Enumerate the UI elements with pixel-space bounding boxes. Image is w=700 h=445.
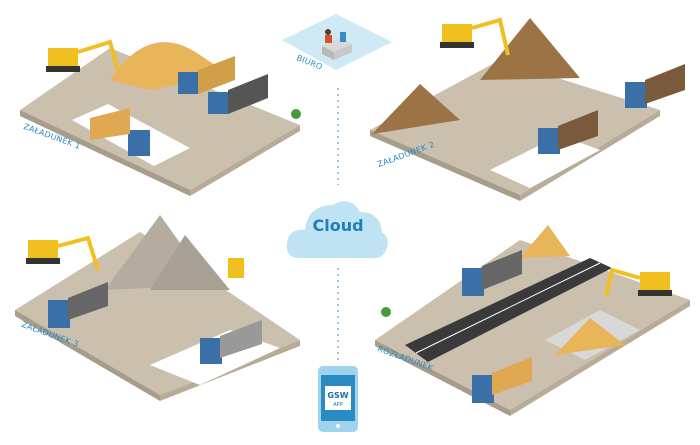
app-logo: GSW APP <box>326 392 350 409</box>
loading-area-1 <box>20 39 301 196</box>
app-subtitle: APP <box>333 402 343 408</box>
office-desk-icon <box>322 29 352 60</box>
cloud-icon <box>286 201 388 259</box>
app-title: GSW <box>327 391 349 400</box>
cloud-label: Cloud <box>312 216 364 235</box>
loading-area-2 <box>370 17 685 201</box>
unloading-area <box>375 225 690 416</box>
phone-app-icon <box>318 366 358 432</box>
loading-area-3 <box>15 215 300 401</box>
